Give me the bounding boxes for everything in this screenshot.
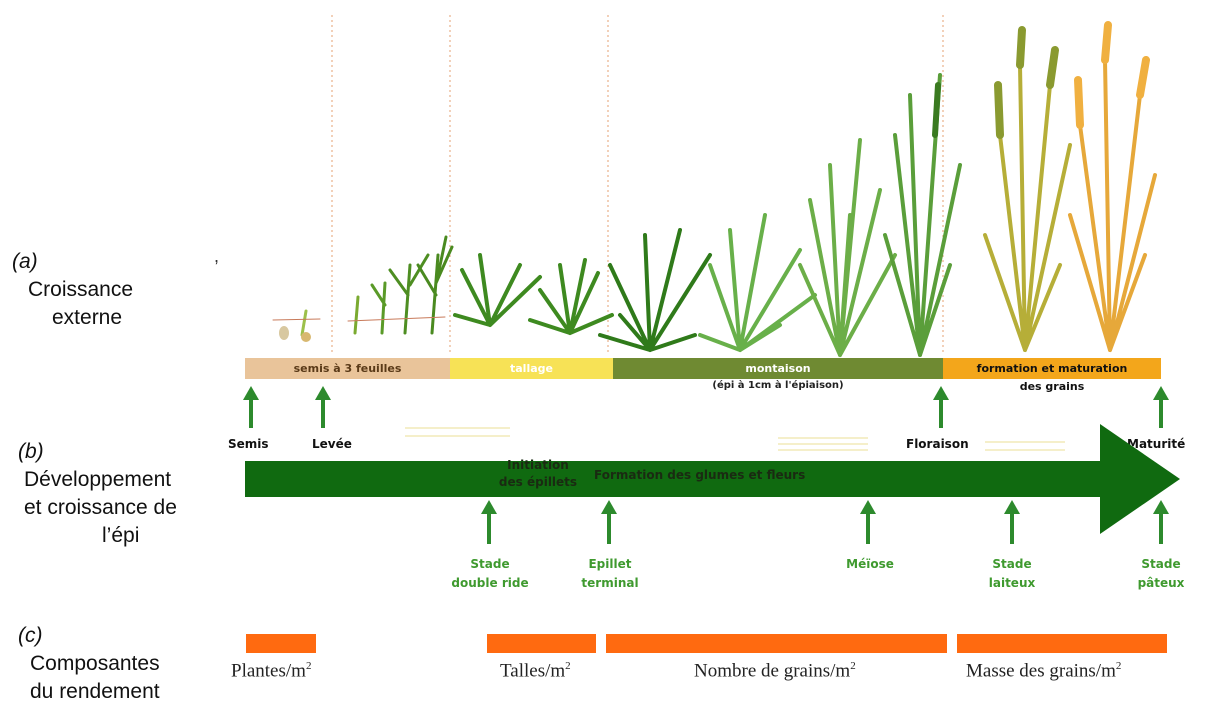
component-masse-grains: Masse des grains/m2 <box>966 660 1122 682</box>
stage-formation-sub: des grains <box>1019 380 1085 393</box>
event-semis: Semis <box>228 437 269 451</box>
stage-dividers <box>331 15 944 355</box>
component-plantes: Plantes/m2 <box>231 660 312 682</box>
component-bar-plantes <box>246 634 316 653</box>
development-arrow <box>245 424 1180 534</box>
arrow-up-levee <box>315 386 331 428</box>
arrow-up-semis <box>243 386 259 428</box>
event-levee: Levée <box>312 437 352 451</box>
stem-elongation-plants <box>598 73 962 357</box>
event-maturite: Maturité <box>1127 437 1186 451</box>
wheat-plant-illustration <box>272 15 1157 357</box>
component-bar-masse-grains <box>957 634 1167 653</box>
component-talles: Talles/m2 <box>500 660 571 682</box>
stage-semis-3-feuilles: semis à 3 feuilles <box>245 358 450 379</box>
arrow-up-double-ride <box>481 500 497 544</box>
arrow-up-laiteux <box>1004 500 1020 544</box>
component-nombre-grains: Nombre de grains/m2 <box>694 660 856 682</box>
faint-marks <box>405 427 1065 451</box>
maturation-plants <box>983 21 1157 352</box>
stray-comma: , <box>214 246 220 266</box>
tillering-plants <box>453 253 614 335</box>
bottom-event-arrows <box>481 500 1169 544</box>
arrow-up-maturite <box>1153 386 1169 428</box>
initiation-label: Initiation des épillets <box>498 458 578 489</box>
arrow-up-pateux <box>1153 500 1169 544</box>
section-c-label: (c) Composantes du rendement <box>18 624 160 703</box>
top-event-arrows <box>243 386 1169 428</box>
formation-glumes-label: Formation des glumes et fleurs <box>594 468 806 482</box>
event-meiose: Méïose <box>846 557 894 571</box>
arrow-up-floraison <box>933 386 949 428</box>
stage-montaison: montaison <box>613 358 943 379</box>
component-bar-talles <box>487 634 596 653</box>
section-a-label: (a) Croissance externe <box>12 250 134 329</box>
section-b-label: (b) Développement et croissance de l’épi <box>18 440 177 547</box>
stage-montaison-sub: (épi à 1cm à l'épiaison) <box>712 380 844 391</box>
event-floraison: Floraison <box>906 437 969 451</box>
arrow-up-epillet-terminal <box>601 500 617 544</box>
seedling-plants <box>272 235 454 342</box>
arrow-up-meiose <box>860 500 876 544</box>
stage-tallage: tallage <box>450 358 613 379</box>
stage-formation-maturation: formation et maturation <box>943 358 1161 379</box>
component-bar-nombre-grains <box>606 634 947 653</box>
